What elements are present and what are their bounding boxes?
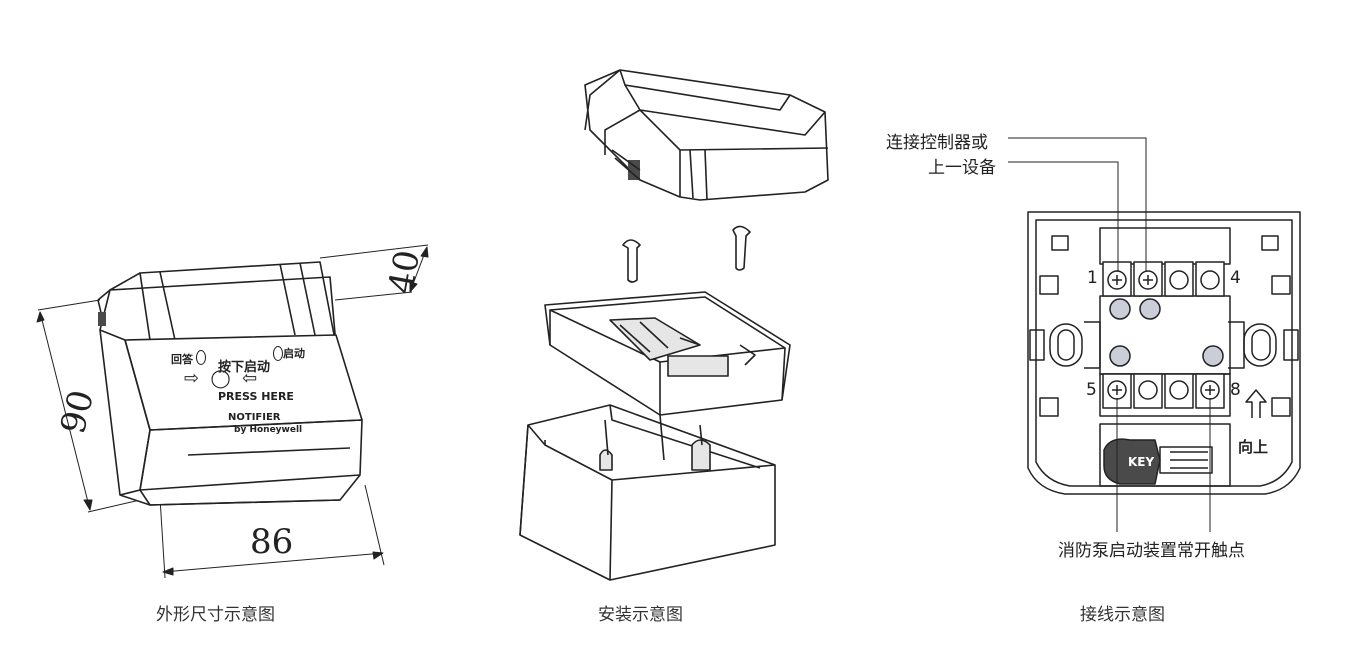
press-here-label: PRESS HERE bbox=[218, 390, 294, 403]
terminal-1-label: 1 bbox=[1087, 268, 1098, 288]
up-arrow-icon bbox=[1245, 389, 1267, 418]
terminal-screws-bottom bbox=[1102, 373, 1225, 409]
back-box bbox=[519, 404, 776, 581]
callout-top-line2: 上一设备 bbox=[928, 158, 996, 178]
press-arrows-icon: ⇨ ◯ ⇦ bbox=[184, 368, 258, 389]
device-outline bbox=[97, 261, 363, 506]
up-label: 向上 bbox=[1238, 438, 1269, 456]
start-led-icon bbox=[273, 346, 283, 361]
caption-wiring: 接线示意图 bbox=[1080, 605, 1165, 625]
callout-lines bbox=[1008, 137, 1211, 532]
terminal-8-label: 8 bbox=[1230, 380, 1241, 400]
caption-install: 安装示意图 bbox=[598, 605, 683, 625]
caption-outline: 外形尺寸示意图 bbox=[156, 605, 275, 625]
key-area bbox=[1099, 423, 1231, 487]
reset-label: 回答 bbox=[171, 353, 193, 366]
brand-logo: NOTIFIER bbox=[228, 412, 281, 423]
screws bbox=[622, 225, 751, 283]
press-label: 按下启动 bbox=[218, 360, 271, 375]
cover-part bbox=[584, 69, 829, 201]
terminal-4-label: 4 bbox=[1230, 268, 1241, 288]
callout-top-line1: 连接控制器或 bbox=[886, 133, 988, 153]
dimension-86: 86 bbox=[250, 522, 294, 562]
brand-sub: by Honeywell bbox=[234, 425, 303, 435]
dimension-lines bbox=[36, 244, 429, 579]
mounting-plate bbox=[544, 291, 791, 416]
terminal-screws-top bbox=[1102, 261, 1225, 297]
terminal-5-label: 5 bbox=[1086, 380, 1097, 400]
terminal-block bbox=[1099, 227, 1231, 417]
start-label: 启动 bbox=[283, 347, 305, 360]
base-frame bbox=[1027, 211, 1301, 495]
callout-bottom: 消防泵启动装置常开触点 bbox=[1058, 541, 1245, 561]
key-label: KEY bbox=[1128, 455, 1155, 469]
reset-led-icon bbox=[196, 350, 206, 365]
